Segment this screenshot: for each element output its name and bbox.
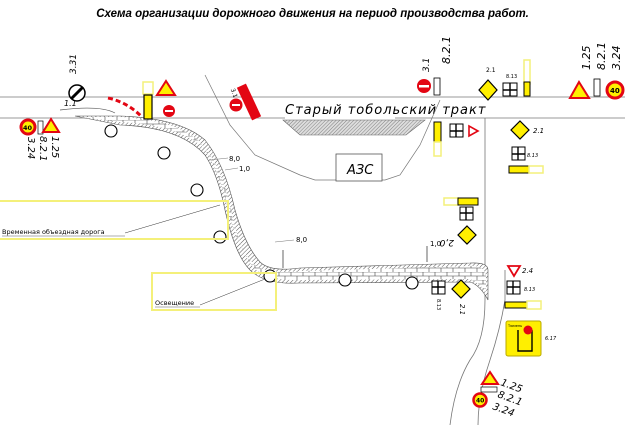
marking-line: [59, 107, 116, 114]
direction-plate-icon: [433, 121, 442, 143]
diagram-title: Схема организации дорожного движения на …: [96, 8, 529, 20]
sign-code: 1.25: [580, 46, 593, 71]
street-light: [104, 124, 118, 138]
sign-group-left-bottom: 40 1.25 8.2.1 3.24: [19, 117, 61, 161]
sign-group-priority-top: 2.1 8.13: [478, 59, 531, 101]
yield-icon: [506, 265, 522, 278]
barrier-icon: [107, 96, 144, 119]
temp-road-label: Временная объездная дорога: [2, 228, 105, 236]
direction-plate-icon: [508, 165, 530, 174]
sign-group-far-right: 2.1 8.13: [508, 120, 544, 174]
main-road-icon: [457, 225, 477, 245]
direction-plate-icon: [457, 197, 479, 206]
street-light: [263, 269, 277, 283]
distance-plate-icon: [433, 77, 441, 96]
road-name: Старый тобольский тракт: [285, 103, 486, 118]
sign-code: 3.31: [69, 54, 79, 74]
svg-text:3.1: 3.1: [229, 88, 239, 100]
width-label-right: 2,0: [439, 237, 454, 247]
road-works-icon: [155, 79, 177, 96]
gas-station-label: АЗС: [346, 163, 374, 178]
distance-plate-icon: [593, 78, 601, 97]
temp-road-box: [0, 200, 229, 240]
lighting-label: Освещение: [155, 299, 194, 307]
speed-value: 40: [476, 398, 484, 405]
side-road-edge-left: [449, 118, 486, 425]
distance-plate-icon: [480, 386, 498, 393]
street-light: [213, 230, 227, 244]
road-works-icon: [568, 80, 591, 99]
speed-value: 40: [23, 124, 33, 132]
width-label-upper-a: 8,0: [229, 155, 240, 163]
yield-icon: [468, 124, 480, 138]
marking-label: 1.1: [64, 99, 77, 108]
main-road-icon: [478, 79, 498, 101]
sign-code: 8.13: [524, 287, 535, 293]
sign-group-right-top: 40 1.25 8.2.1 3.24: [568, 42, 625, 100]
sign-group-azs-right: [433, 121, 480, 157]
sign-code: 8.13: [435, 299, 441, 310]
road-works-icon: [41, 117, 61, 133]
sign-code: 2.4: [522, 267, 533, 275]
road-works-icon: [480, 370, 500, 385]
sign-code: 3.24: [25, 137, 36, 159]
lighting-box: [151, 272, 277, 311]
speed-value: 40: [610, 87, 620, 95]
hatched-island: [282, 119, 426, 136]
detour-scheme-text: Тюмень: [507, 324, 522, 328]
width-label-upper-b: 1,0: [239, 165, 250, 173]
sign-group-lower-mid: 2.1 8.13: [431, 279, 471, 315]
main-road-icon: [510, 120, 530, 140]
distance-plate-icon: [37, 120, 44, 135]
sign-code: 2.1: [458, 304, 466, 315]
width-label-lower-a: 8,0: [296, 236, 307, 244]
sign-code: 8.2.1: [37, 136, 48, 161]
street-light: [405, 276, 419, 290]
sign-code: 8.2.1: [440, 36, 453, 64]
sign-code: 1.25: [49, 136, 60, 158]
sign-group-bottom-right: 40 1.25 8.2.1 3.24: [472, 370, 524, 419]
sign-3-31: 3.31: [68, 54, 86, 102]
street-light: [338, 273, 352, 287]
chevron-board-icon: [236, 83, 262, 121]
street-lights: [104, 124, 419, 290]
sign-group-center-top: 3.1 8.2.1: [417, 36, 453, 96]
sign-group-barrier: 3.1: [229, 83, 262, 121]
direction-plate-icon: [504, 301, 528, 309]
street-light: [157, 146, 171, 160]
sign-code: 3.24: [610, 46, 623, 71]
width-label-right-b: 1,0: [430, 240, 441, 248]
sign-code: 2.1: [533, 127, 544, 135]
speed-limit-icon: [472, 392, 488, 408]
street-light: [190, 183, 204, 197]
sign-code: 6.17: [545, 336, 557, 342]
gas-station-building: [335, 153, 383, 182]
sign-code: 2.1: [486, 67, 496, 74]
sign-group-left-top: [142, 79, 177, 120]
direction-plate-icon: [143, 94, 153, 120]
speed-limit-icon: [605, 80, 625, 100]
sign-code: 8.2.1: [595, 42, 608, 70]
detour-road: [74, 115, 489, 301]
sign-group-mid-right: [443, 197, 479, 245]
sign-code: 8.13: [527, 153, 538, 159]
sign-code: 8.13: [506, 74, 517, 80]
speed-limit-icon: [19, 118, 37, 136]
sign-code: 3.1: [422, 58, 432, 72]
main-road-icon: [451, 279, 471, 299]
sign-group-lower-right: 2.4 8.13 Тюмень 6.17: [504, 265, 557, 357]
